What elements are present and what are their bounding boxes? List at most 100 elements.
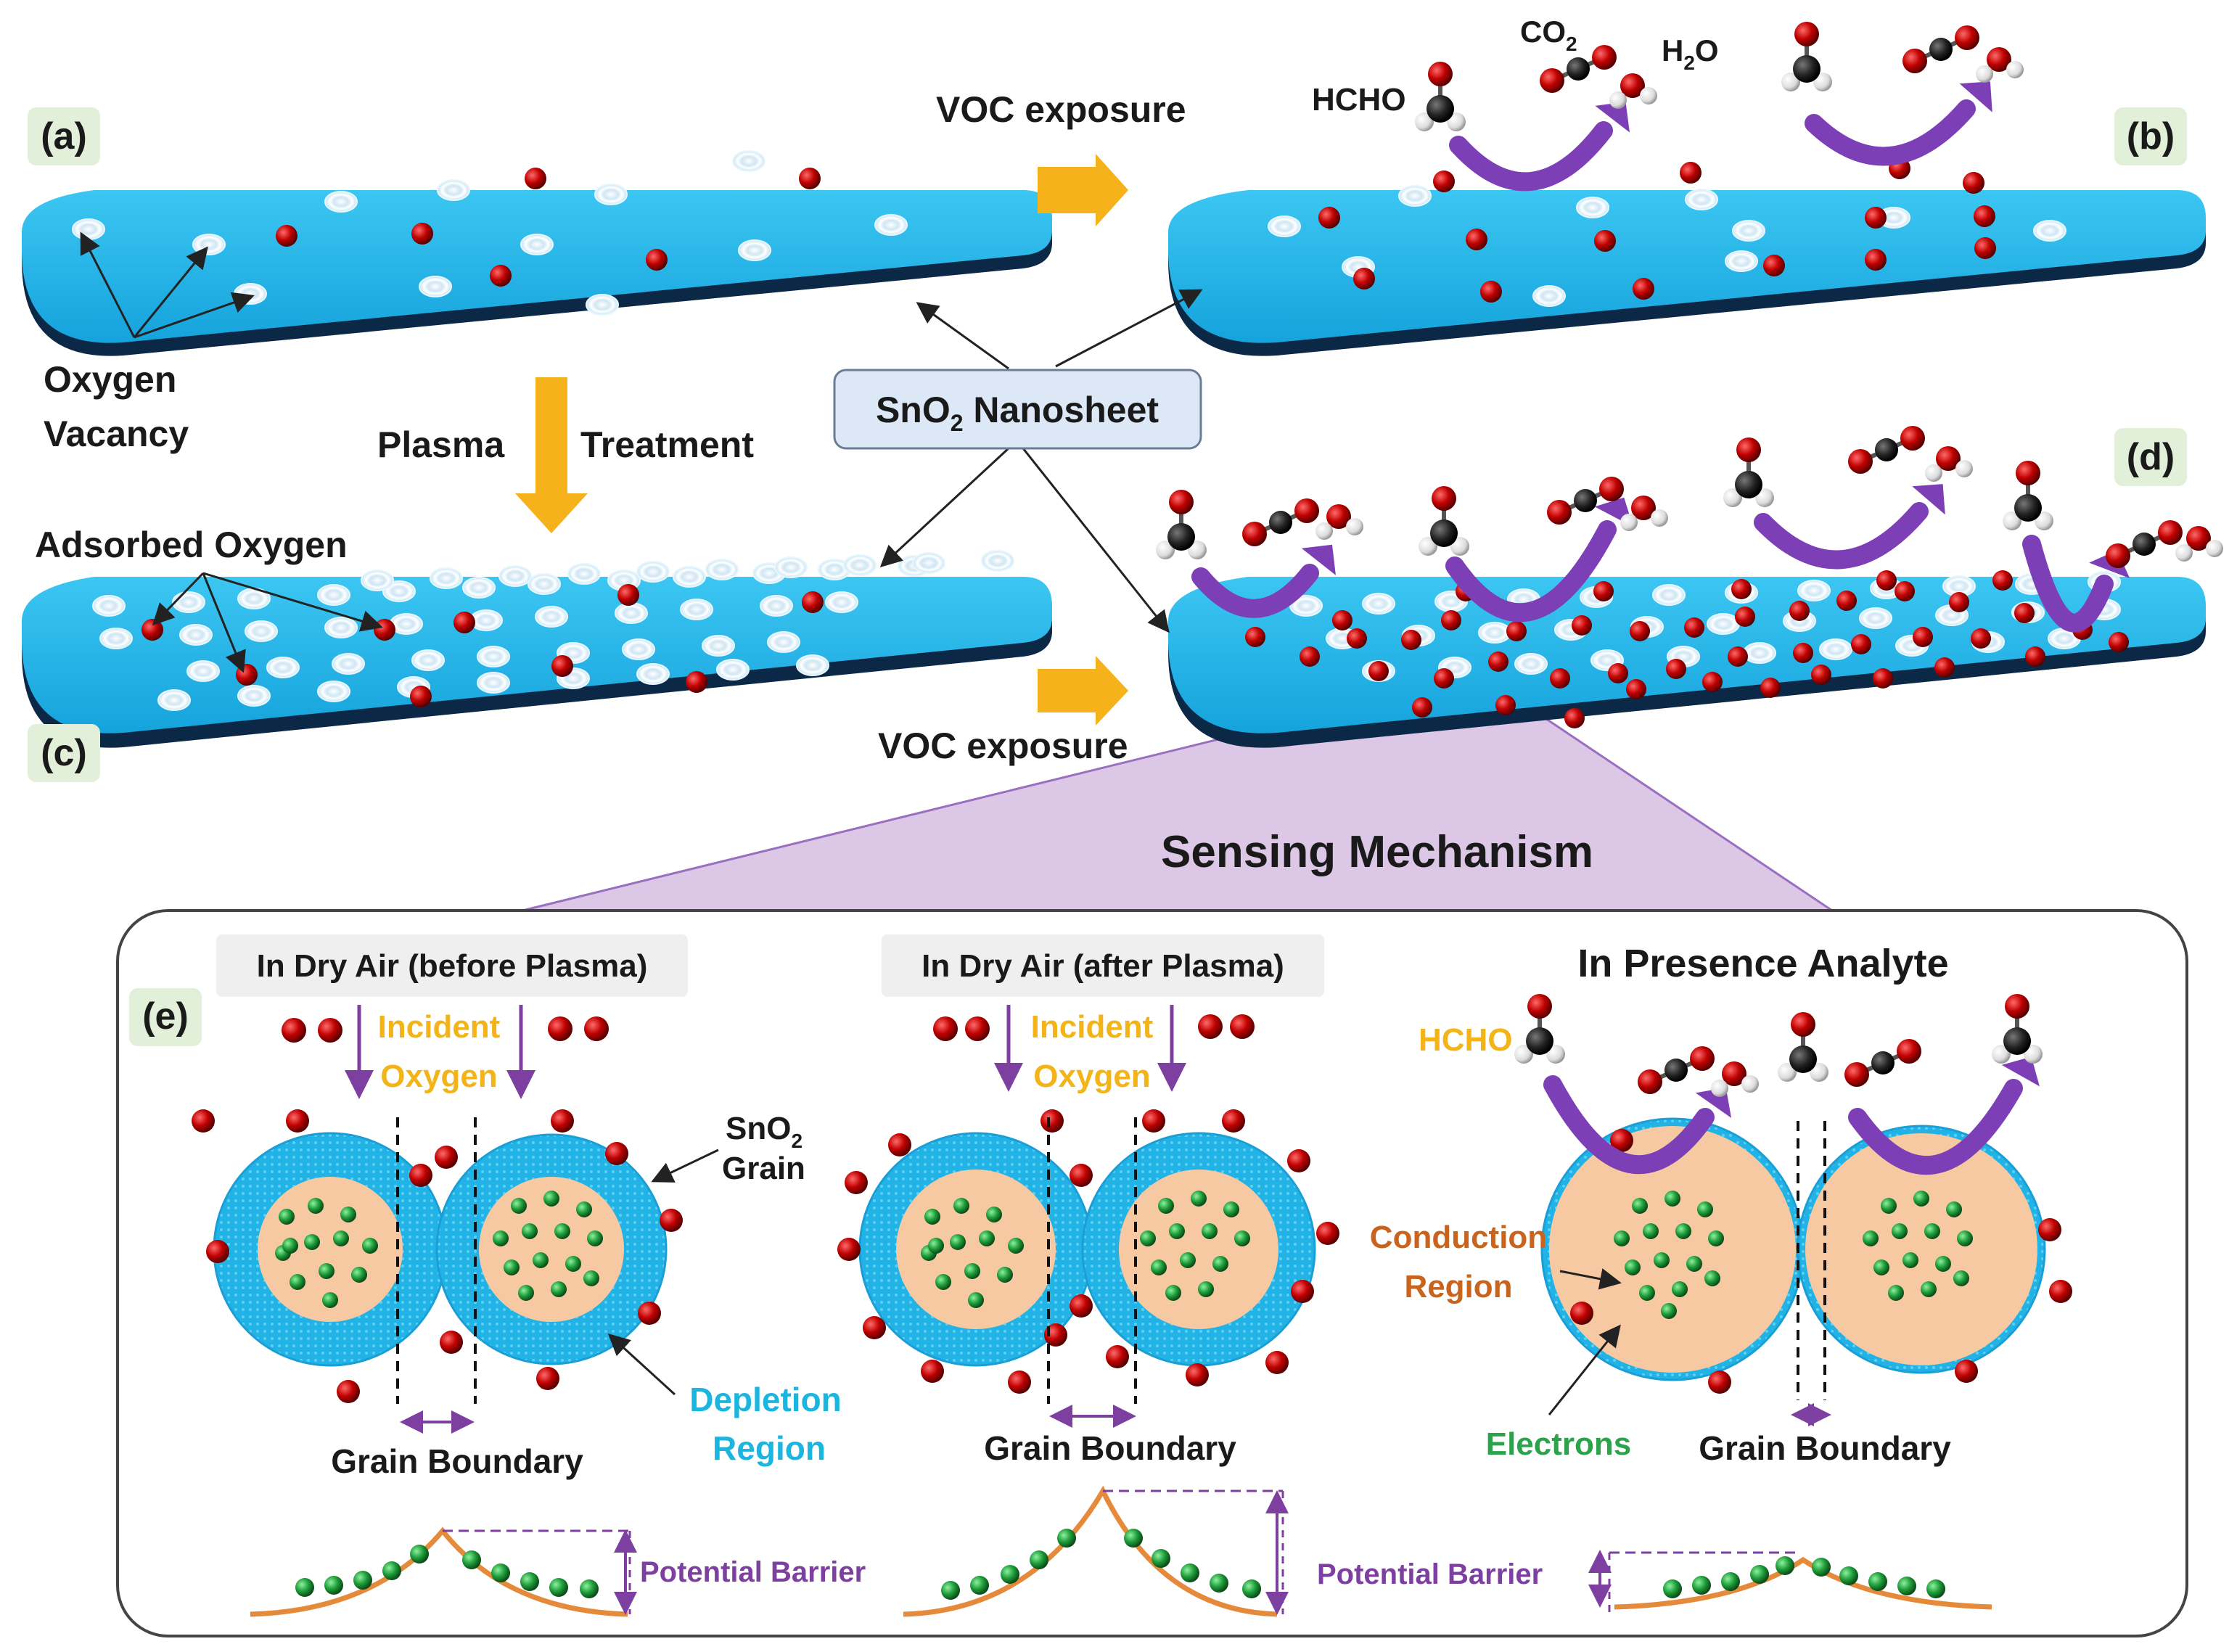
molecule-carbon: [1929, 38, 1953, 61]
oxygen-atom: [1434, 668, 1454, 689]
electron: [953, 1198, 969, 1214]
electron: [1839, 1566, 1858, 1585]
nanosheet-label: SnO2 Nanosheet: [876, 390, 1159, 436]
molecule-oxygen: [1540, 68, 1564, 93]
oxygen-atom: [1572, 615, 1592, 636]
electron: [924, 1209, 940, 1225]
oxygen-atom: [1626, 679, 1646, 699]
electron: [1151, 1259, 1167, 1275]
oxygen-atom: [1300, 646, 1320, 667]
molecule-hydrogen: [1781, 73, 1800, 91]
oxygen-vacancy: [702, 635, 735, 657]
oxygen-atom: [1913, 627, 1933, 647]
electron: [1750, 1565, 1769, 1584]
electron: [511, 1198, 527, 1214]
oxygen-atom: [1971, 628, 1991, 649]
oxygen-vacancy: [843, 554, 877, 576]
oxygen-atom: [1412, 697, 1432, 718]
electron: [997, 1267, 1013, 1283]
molecule-oxygen: [1902, 49, 1927, 73]
molecule-hydrogen: [1546, 1045, 1565, 1064]
h2o-molecule: [2175, 526, 2223, 562]
electron: [1892, 1223, 1908, 1239]
electron: [1242, 1579, 1261, 1598]
oxygen-vacancy: [1652, 584, 1686, 606]
molecule-oxygen: [2106, 543, 2130, 568]
oxygen-vacancy: [72, 218, 105, 240]
incident-label-1: Incident: [378, 1009, 501, 1045]
oxygen-atom: [1142, 1109, 1165, 1133]
electron: [1158, 1198, 1174, 1214]
oxygen-atom: [1265, 1351, 1289, 1374]
electron: [580, 1579, 599, 1598]
molecule-oxygen: [1936, 446, 1961, 471]
oxygen-atom: [1608, 663, 1628, 683]
oxygen-vacancy: [705, 559, 739, 580]
molecule-oxygen: [1897, 1039, 1921, 1064]
oxygen-atom: [1630, 621, 1650, 641]
panel-label-d: (d): [2127, 436, 2175, 478]
electron: [1198, 1281, 1214, 1297]
molecule-hydrogen: [1346, 518, 1363, 535]
electron: [1902, 1252, 1918, 1268]
oxygen-atom: [2109, 632, 2129, 652]
oxygen-atom: [1316, 1222, 1339, 1245]
electron: [518, 1285, 534, 1301]
electron: [522, 1223, 538, 1239]
molecule-hydrogen: [2003, 511, 2021, 530]
electron: [333, 1230, 349, 1246]
electron: [1223, 1201, 1239, 1217]
hcho-e-label: HCHO: [1419, 1022, 1513, 1058]
electron: [322, 1292, 338, 1308]
oxygen-atom: [1728, 646, 1748, 667]
molecule-carbon: [1735, 471, 1762, 498]
oxygen-atom: [1433, 170, 1455, 192]
electron: [1180, 1252, 1196, 1268]
oxygen-e-label-2: Oxygen: [1033, 1059, 1150, 1094]
oxygen-vacancy: [157, 689, 191, 711]
plasma-arrow: [515, 377, 588, 533]
oxygen-atom: [1230, 1014, 1255, 1039]
oxygen-atom: [1876, 570, 1897, 591]
oxygen-atom: [933, 1016, 958, 1041]
potential-barrier-1: Potential Barrier: [640, 1556, 866, 1588]
oxygen-atom: [1564, 708, 1585, 728]
potential-barrier-2: Potential Barrier: [1317, 1558, 1543, 1590]
co2-molecule: [1848, 426, 1925, 474]
oxygen-atom: [1851, 634, 1871, 654]
molecule-oxygen: [1432, 486, 1456, 511]
oxygen-atom: [1708, 1370, 1731, 1394]
molecule-oxygen: [1844, 1062, 1869, 1087]
molecule-carbon: [1526, 1027, 1553, 1055]
electron: [1169, 1223, 1185, 1239]
hcho-molecule: [1514, 994, 1565, 1064]
mechanism-illustration: [192, 994, 2072, 1617]
oxygen-vacancy: [528, 573, 561, 595]
molecule-oxygen: [1242, 522, 1267, 546]
panel-label-a: (a): [41, 115, 87, 157]
electron: [928, 1238, 944, 1254]
oxygen-atom: [1895, 581, 1915, 601]
molecule-oxygen: [1690, 1046, 1715, 1071]
depletion-region-label: Region: [713, 1429, 826, 1467]
molecule-hydrogen: [2175, 544, 2193, 562]
oxygen-vacancy: [1859, 607, 1892, 629]
electron: [1881, 1198, 1897, 1214]
electron: [1625, 1259, 1641, 1275]
oxygen-atom: [2049, 1280, 2072, 1303]
molecule-carbon: [1167, 523, 1195, 551]
sno2-grain: [1540, 1117, 1805, 1381]
electron: [583, 1270, 599, 1286]
oxygen-atom: [551, 655, 573, 677]
oxygen-vacancy: [317, 584, 350, 606]
electron: [351, 1267, 367, 1283]
panel-label-c: (c): [41, 732, 87, 774]
electron: [1913, 1191, 1929, 1207]
oxygen-atom: [1865, 207, 1887, 229]
electron: [1632, 1198, 1648, 1214]
sheet-b: [1168, 190, 2206, 356]
co2-molecule: [1902, 25, 1979, 73]
molecule-hydrogen: [1640, 87, 1657, 104]
oxygen-atom: [1594, 230, 1616, 252]
